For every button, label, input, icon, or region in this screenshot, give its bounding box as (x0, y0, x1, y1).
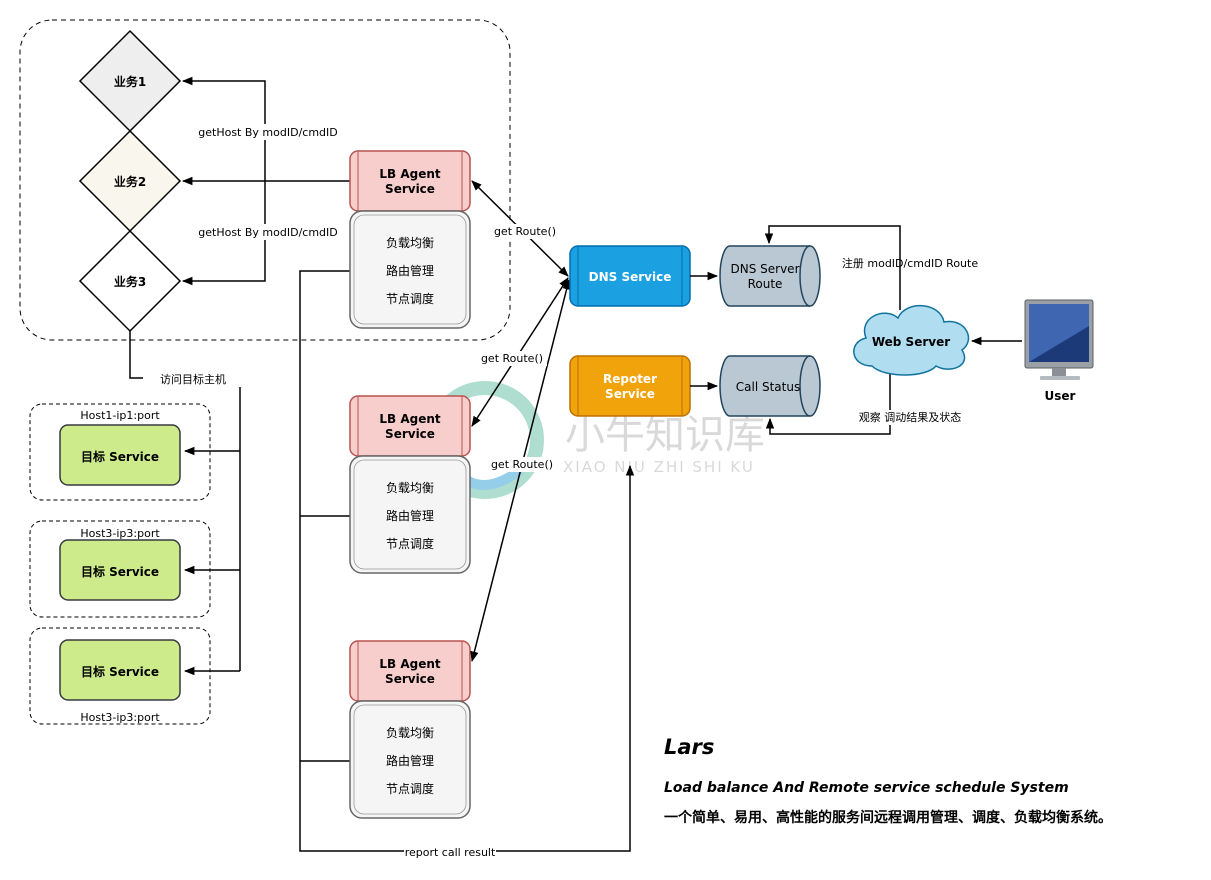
edge-report: report call result (405, 846, 496, 859)
report-connector (299, 270, 635, 852)
lb-agent-3-subtitle: Service (385, 672, 435, 686)
lb-agent-1-title: LB Agent (379, 167, 441, 181)
edge-get-route-1: get Route() (494, 225, 556, 238)
lb-agent-3[interactable]: LB Agent Service 负载均衡 路由管理 节点调度 (349, 640, 471, 819)
lb-agent-2-item-3: 节点调度 (386, 536, 434, 551)
lb-agent-2[interactable]: LB Agent Service 负载均衡 路由管理 节点调度 (349, 395, 471, 574)
user-label: User (1045, 389, 1076, 403)
host-2-service-label: 目标 Service (81, 564, 159, 579)
label-bg (487, 457, 557, 472)
lb-agent-1-item-3: 节点调度 (386, 291, 434, 306)
lb-agent-3-item-3: 节点调度 (386, 781, 434, 796)
diamond-biz-2[interactable]: 业务2 (78, 129, 182, 233)
watermark-cn: 小牛知识库 (565, 412, 765, 458)
lb-agent-1-item-2: 路由管理 (386, 263, 434, 278)
label-bg (192, 124, 344, 140)
host-2-target-service[interactable] (59, 539, 181, 601)
footer-description: 一个简单、易用、高性能的服务间远程调用管理、调度、负载均衡系统。 (664, 809, 1112, 826)
edge-register: 注册 modID/cmdID Route (842, 256, 978, 270)
call-status-label: Call Status (736, 380, 800, 394)
host-3: 目标 Service Host3-ip3:port (29, 627, 211, 725)
host-3-caption: Host3-ip3:port (80, 711, 160, 724)
label-bg (850, 410, 970, 425)
dns-service[interactable]: DNS Service (569, 245, 691, 307)
host-3-service-label: 目标 Service (81, 664, 159, 679)
get-route-connectors (470, 180, 571, 663)
label-bg (477, 351, 547, 366)
dns-service-label: DNS Service (589, 270, 672, 284)
gethost-connectors (181, 76, 350, 286)
web-server-connectors (764, 225, 1022, 435)
lb-agent-1[interactable]: LB Agent Service 负载均衡 路由管理 节点调度 (349, 150, 471, 329)
edge-get-route-3: get Route() (491, 458, 553, 471)
dns-server-route-db[interactable]: DNS Server Route (719, 245, 821, 307)
host-1-service-label: 目标 Service (81, 449, 159, 464)
edge-get-route-2: get Route() (481, 352, 543, 365)
biz-3-label: 业务3 (114, 274, 146, 289)
edge-visit-host: 访问目标主机 (160, 372, 226, 386)
edge-gethost-bottom: getHost By modID/cmdID (198, 226, 337, 239)
dns-route-line2: Route (748, 277, 783, 291)
diamond-biz-3[interactable]: 业务3 (78, 229, 182, 333)
host-1-target-service[interactable] (59, 424, 181, 486)
reporter-service-line2: Service (605, 387, 655, 401)
business-group (19, 19, 511, 341)
lb-agent-1-item-1: 负载均衡 (386, 236, 434, 250)
user-monitor-icon (1024, 299, 1094, 380)
host-2-caption: Host3-ip3:port (80, 527, 160, 540)
label-bg (404, 845, 496, 859)
lb-agent-3-title: LB Agent (379, 657, 441, 671)
label-bg (192, 224, 344, 240)
reporter-service[interactable]: Repoter Service (569, 355, 691, 417)
label-bg (143, 371, 243, 387)
lb-agent-3-item-2: 路由管理 (386, 753, 434, 768)
call-status-db[interactable]: Call Status (719, 355, 821, 417)
label-bg (490, 224, 560, 239)
lb-agent-2-title: LB Agent (379, 412, 441, 426)
footer-subtitle: Load balance And Remote service schedule… (664, 780, 1069, 796)
web-server-cloud[interactable]: Web Server (853, 304, 970, 376)
edge-gethost-top: getHost By modID/cmdID (198, 126, 337, 139)
lb-agent-2-item-2: 路由管理 (386, 508, 434, 523)
biz-1-label: 业务1 (114, 74, 146, 89)
watermark-en: XIAO NIU ZHI SHI KU (563, 458, 755, 476)
edge-observe: 观察 调动结果及状态 (859, 410, 962, 424)
reporter-service-line1: Repoter (603, 372, 657, 386)
host-1-caption: Host1-ip1:port (80, 409, 160, 422)
biz-2-label: 业务2 (114, 174, 146, 189)
host-1: Host1-ip1:port 目标 Service (29, 403, 211, 501)
lb-agent-3-item-1: 负载均衡 (386, 726, 434, 740)
dns-route-line1: DNS Server (731, 262, 800, 276)
lb-agent-2-subtitle: Service (385, 427, 435, 441)
web-server-label: Web Server (872, 335, 950, 349)
lb-agent-1-subtitle: Service (385, 182, 435, 196)
footer-title: Lars (664, 735, 714, 759)
lb-agent-2-item-1: 负载均衡 (386, 481, 434, 495)
service-to-db-connectors (690, 271, 719, 391)
host-2: Host3-ip3:port 目标 Service (29, 520, 211, 618)
host-3-target-service[interactable] (59, 639, 181, 701)
diamond-biz-1[interactable]: 业务1 (78, 29, 182, 133)
